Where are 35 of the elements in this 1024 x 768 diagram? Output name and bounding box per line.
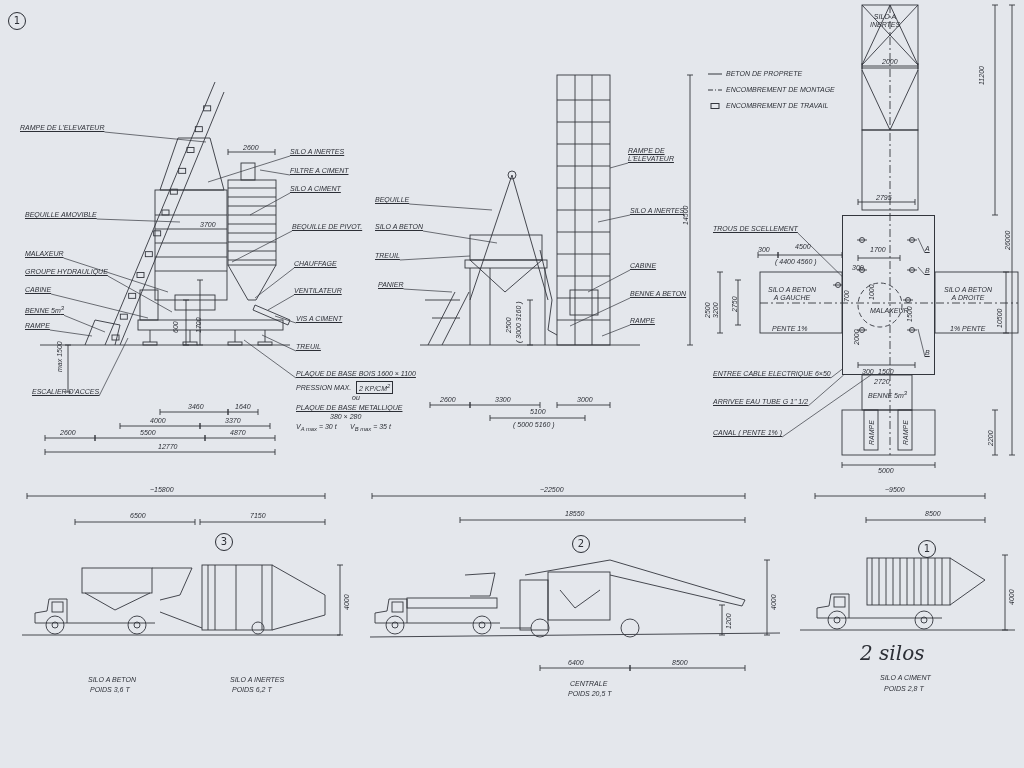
handwritten-note: 2 silos <box>860 642 925 664</box>
leader-line <box>207 155 291 183</box>
leader-line <box>63 314 106 333</box>
leader-line <box>917 328 926 358</box>
leader-line <box>569 297 631 327</box>
leader-line <box>243 339 297 379</box>
leader-line <box>259 169 291 176</box>
leader-line <box>249 192 291 216</box>
plan-outline <box>842 215 935 375</box>
leader-line <box>422 230 498 244</box>
leader-line <box>49 329 93 337</box>
leader-line <box>261 334 297 352</box>
leader-line <box>408 203 493 211</box>
leader-line <box>917 237 926 254</box>
leader-line <box>601 324 631 337</box>
leader-line <box>98 337 129 397</box>
leader-line <box>274 315 297 324</box>
leader-line <box>50 293 149 319</box>
leader-line <box>587 269 631 293</box>
leader-line <box>807 374 844 407</box>
leader-line <box>609 162 629 169</box>
leader-line <box>63 257 169 293</box>
leader-line <box>597 214 631 223</box>
leader-line <box>104 131 207 143</box>
leader-line <box>917 266 926 276</box>
leader-line <box>830 368 843 379</box>
leader-line <box>254 267 295 299</box>
leader-line <box>96 218 181 223</box>
leader-line <box>781 374 872 438</box>
leader-line <box>403 288 453 293</box>
leader-line <box>267 294 295 311</box>
leader-line <box>107 275 173 313</box>
leader-line <box>231 230 293 263</box>
leader-line <box>399 255 471 261</box>
leader-line <box>797 232 843 277</box>
